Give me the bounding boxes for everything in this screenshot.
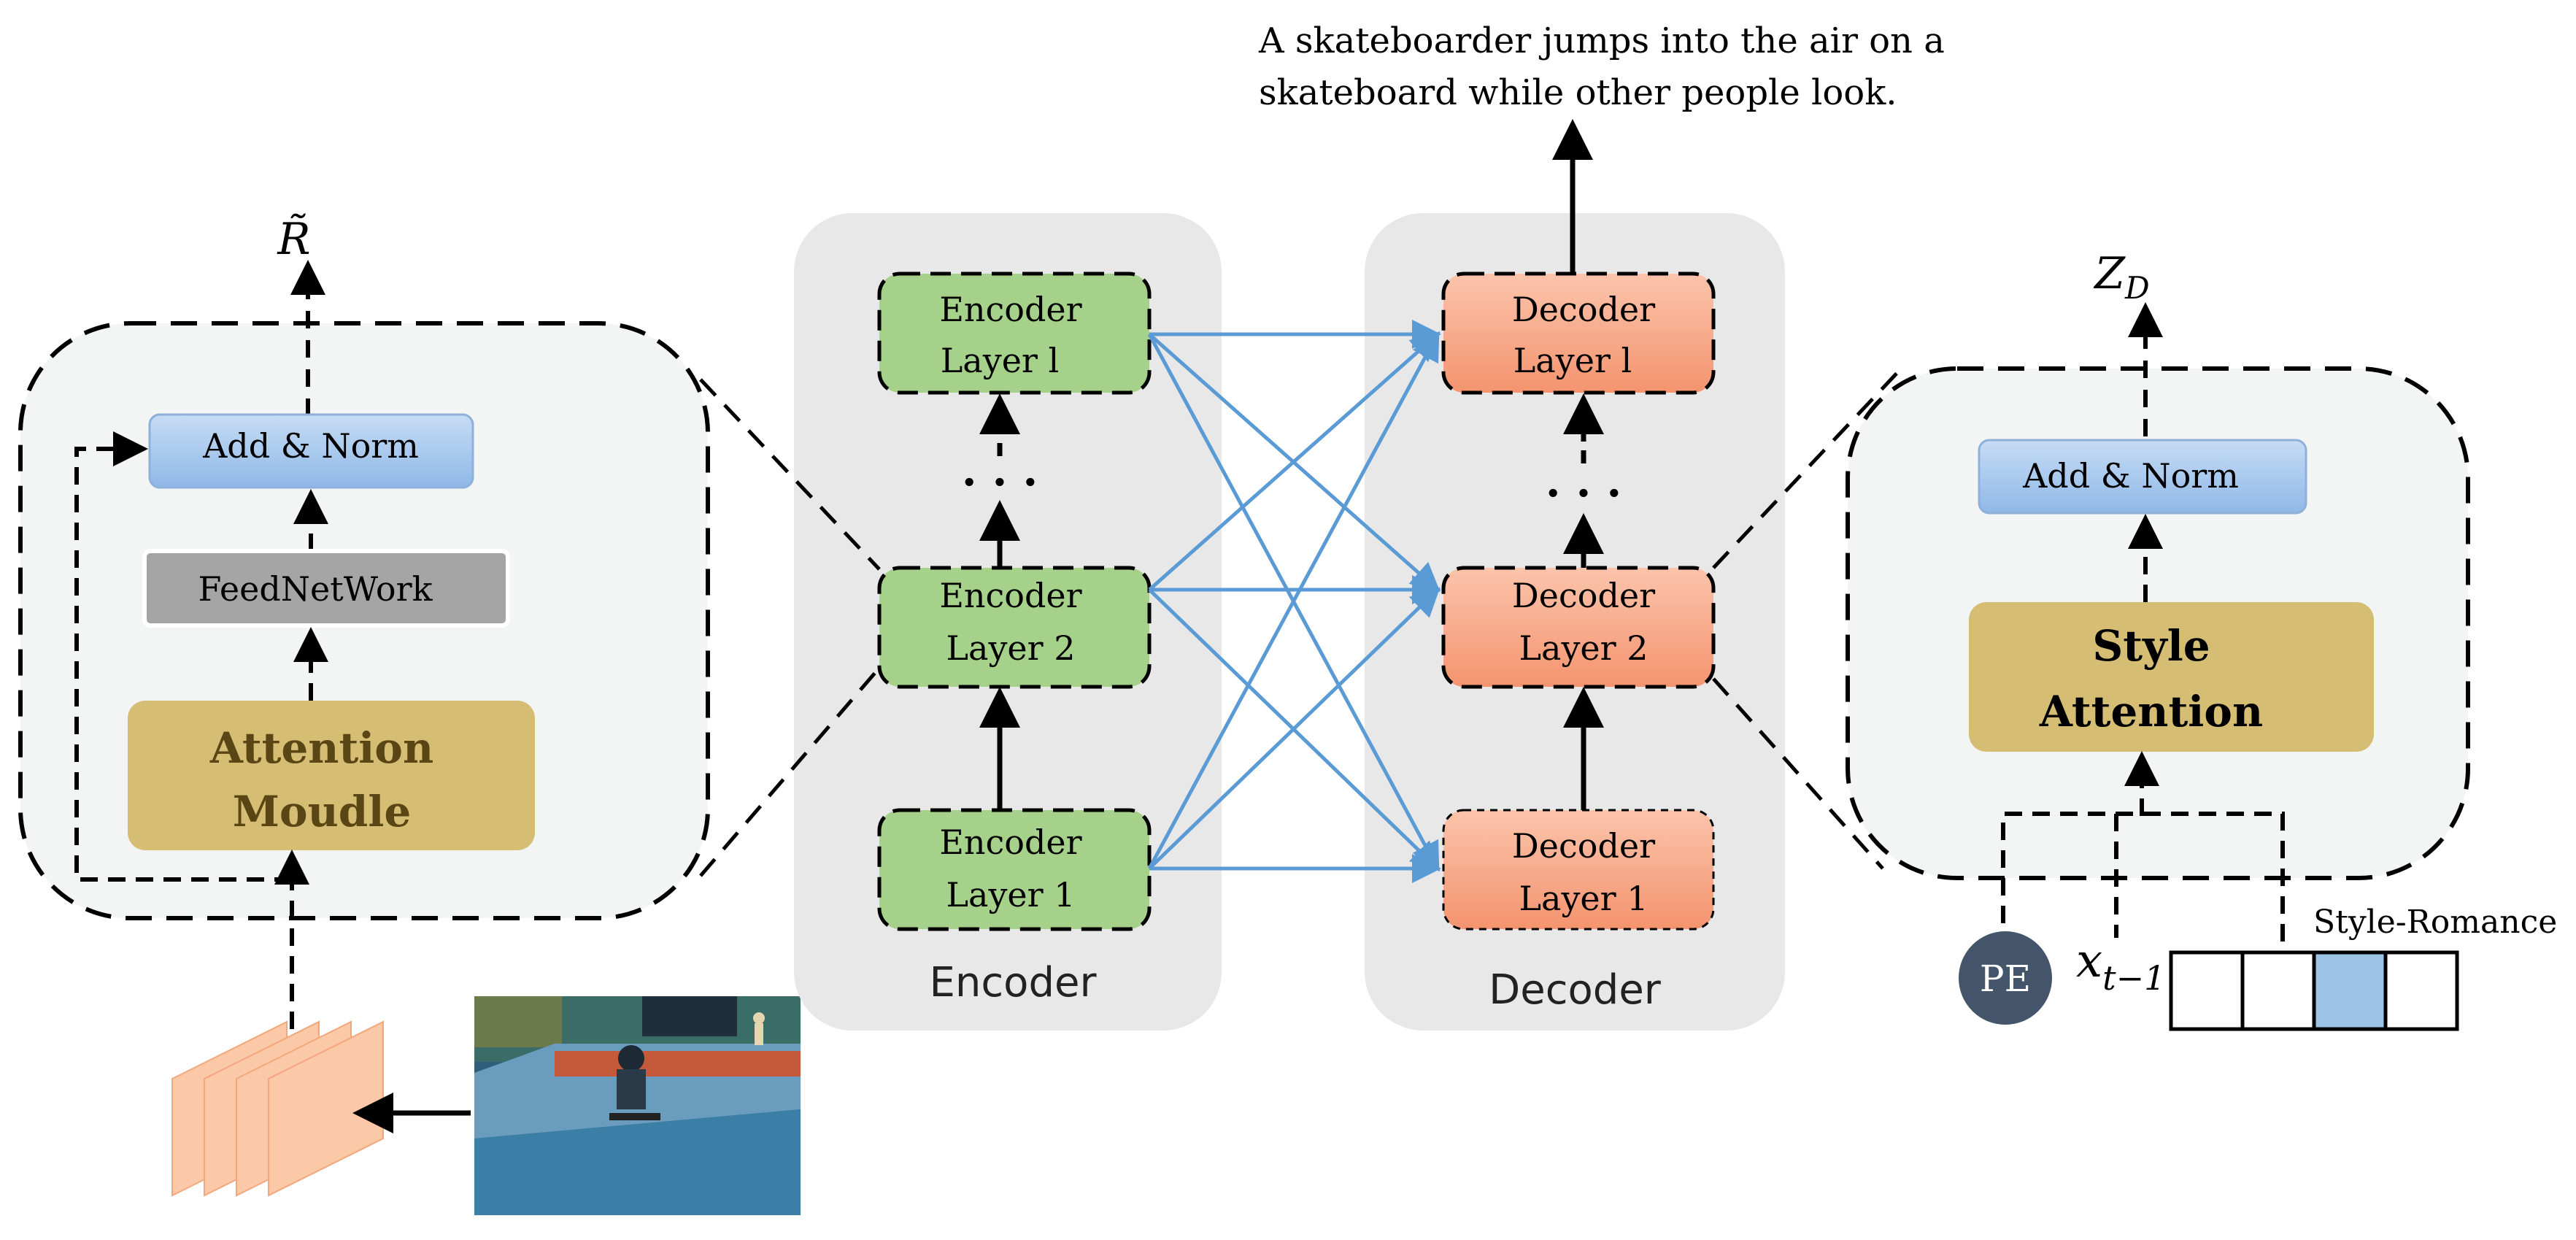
left-attention-block: R̃ Add & Norm FeedNetWork Attention Moud…	[18, 213, 710, 1029]
encoder-layer-mid	[877, 566, 1152, 689]
right-add-norm-label: Add & Norm	[2022, 456, 2239, 496]
right-style-line-2: Attention	[2039, 687, 2263, 736]
decoder-layer-bot-line-1: Decoder	[1512, 826, 1655, 866]
right-style-attention-box	[1969, 602, 2374, 752]
decoder-panel: Decoder Decoder Layer l Decoder Layer 2 …	[1365, 119, 1785, 1031]
left-feed-network-box	[142, 549, 510, 628]
decoder-layer-top	[1441, 272, 1716, 395]
left-residual-path	[74, 431, 292, 882]
decoder-layer-bot	[1442, 809, 1715, 931]
encoder-panel: Encoder Encoder Layer l Encoder Layer 2 …	[794, 213, 1222, 1031]
right-style-line-1: Style	[2092, 621, 2210, 671]
encoder-layer-bot	[877, 808, 1152, 931]
right-output-label: ZD	[2093, 248, 2149, 306]
decoder-layer-bot-line-2: Layer 1	[1519, 879, 1648, 918]
cross-connections	[1147, 320, 1441, 883]
feature-maps-icon	[171, 1020, 384, 1197]
decoder-layer-mid	[1441, 566, 1716, 689]
caption-line-1: A skateboarder jumps into the air on a	[1258, 20, 1945, 61]
caption-line-2: skateboard while other people look.	[1259, 72, 1897, 113]
skateboard-photo	[474, 996, 801, 1215]
pe-circle	[1959, 931, 2052, 1025]
left-add-norm-label: Add & Norm	[202, 426, 419, 466]
decoder-layer-mid-line-1: Decoder	[1512, 576, 1655, 615]
encoder-layer-bot-line-1: Encoder	[939, 823, 1081, 862]
zoom-lines	[699, 363, 1906, 877]
decoder-layer-top-line-1: Decoder	[1512, 290, 1655, 329]
decoder-title: Decoder	[1489, 966, 1662, 1014]
encoder-layer-top-line-1: Encoder	[939, 290, 1081, 329]
left-attention-line-1: Attention	[209, 723, 433, 773]
encoder-layer-mid-line-1: Encoder	[939, 576, 1081, 615]
output-caption: A skateboarder jumps into the air on a s…	[1258, 20, 1945, 113]
style-vector	[2169, 950, 2459, 1031]
right-input-merge	[2001, 812, 2285, 952]
pe-node: PE	[1959, 931, 2052, 1025]
encoder-layer-top-line-2: Layer l	[941, 341, 1060, 380]
encoder-layer-mid-line-2: Layer 2	[946, 628, 1075, 668]
x-t-minus-1-label: xt−1	[2076, 934, 2165, 998]
encoder-title: Encoder	[930, 959, 1098, 1006]
right-style-block: ZD Add & Norm Style Attention	[1846, 248, 2470, 952]
style-romance-label: Style-Romance	[2313, 904, 2557, 941]
encoder-layer-top	[877, 272, 1152, 395]
pe-label: PE	[1980, 958, 2031, 1000]
left-attention-box	[128, 701, 535, 850]
left-output-label: R̃	[277, 213, 310, 265]
encoder-layer-bot-line-2: Layer 1	[946, 875, 1075, 914]
right-add-norm-box	[1978, 439, 2307, 515]
decoder-layer-mid-line-2: Layer 2	[1519, 628, 1648, 668]
left-attention-line-2: Moudle	[233, 787, 412, 836]
decoder-layer-top-line-2: Layer l	[1513, 341, 1632, 380]
left-add-norm-box	[148, 413, 474, 489]
decoder-dots: . . .	[1546, 456, 1621, 507]
left-feed-network-label: FeedNetWork	[198, 569, 433, 609]
